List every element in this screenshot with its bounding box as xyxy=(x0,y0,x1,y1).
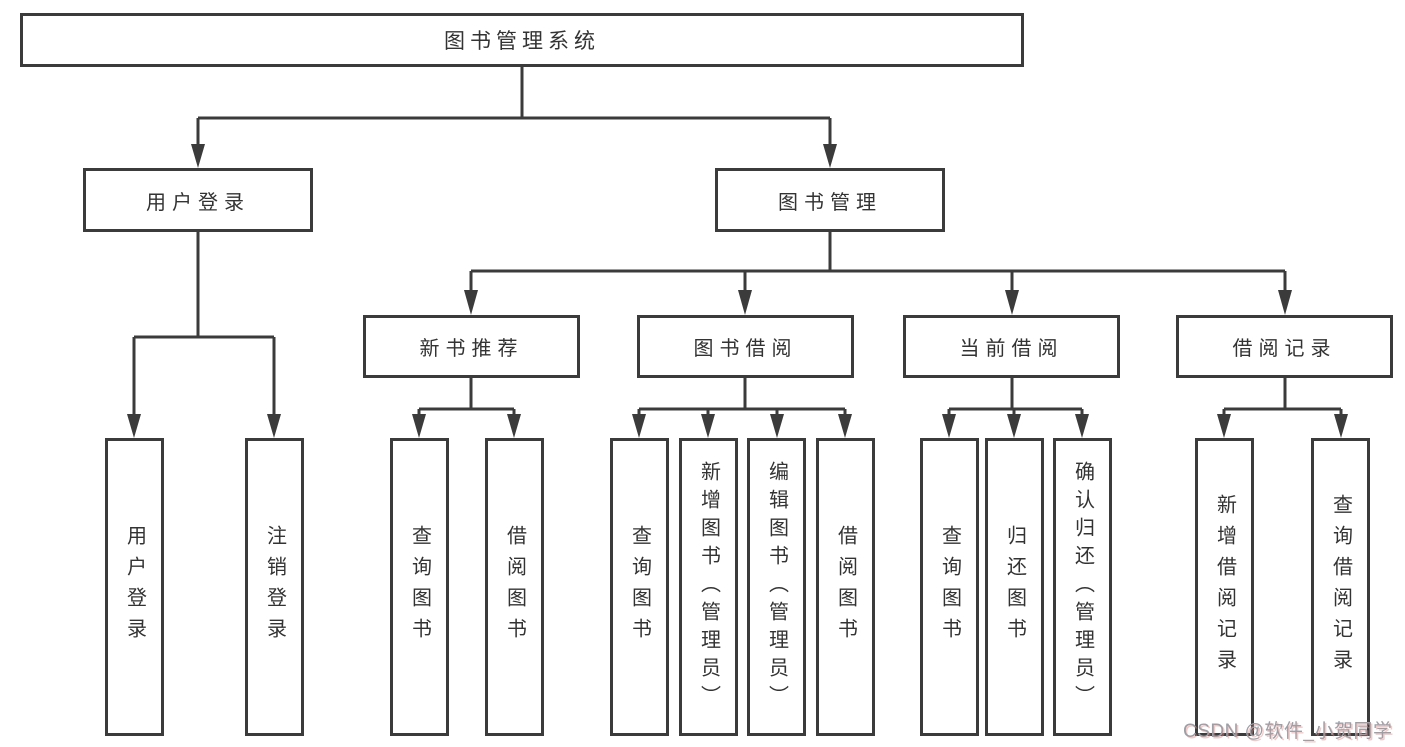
leaf-confirm-return-admin: 确认归还（管理员） xyxy=(1053,438,1112,736)
node-label: 归还图书 xyxy=(1003,525,1026,649)
node-label: 当前借阅 xyxy=(959,338,1064,360)
leaf-borrow-books-recommend: 借阅图书 xyxy=(485,438,544,736)
leaf-add-borrow-record: 新增借阅记录 xyxy=(1195,438,1254,736)
node-label: 图书借阅 xyxy=(693,338,798,360)
node-book-management: 图书管理 xyxy=(715,168,945,232)
leaf-user-login: 用户登录 xyxy=(105,438,164,736)
node-label: 用户登录 xyxy=(123,525,146,649)
node-user-login: 用户登录 xyxy=(83,168,313,232)
node-label: 图书管理系统 xyxy=(444,30,600,53)
node-label: 用户登录 xyxy=(146,191,250,214)
leaf-query-borrow-record: 查询借阅记录 xyxy=(1311,438,1370,736)
node-label: 新增借阅记录 xyxy=(1213,494,1236,680)
node-label: 借阅图书 xyxy=(503,525,526,649)
leaf-borrow-books: 借阅图书 xyxy=(816,438,875,736)
node-current-borrow: 当前借阅 xyxy=(903,315,1120,378)
node-label: 编辑图书（管理员） xyxy=(765,461,788,713)
leaf-query-books-borrow: 查询图书 xyxy=(610,438,669,736)
leaf-query-books-current: 查询图书 xyxy=(920,438,979,736)
node-label: 注销登录 xyxy=(263,525,286,649)
node-root-library-system: 图书管理系统 xyxy=(20,13,1024,67)
node-label: 新增图书（管理员） xyxy=(697,461,720,713)
node-book-borrow: 图书借阅 xyxy=(637,315,854,378)
node-label: 查询图书 xyxy=(628,525,651,649)
leaf-add-books-admin: 新增图书（管理员） xyxy=(679,438,738,736)
leaf-return-books: 归还图书 xyxy=(985,438,1044,736)
csdn-watermark: CSDN @软件_小贺同学 xyxy=(1183,721,1393,742)
leaf-query-books-recommend: 查询图书 xyxy=(390,438,449,736)
node-label: 查询图书 xyxy=(408,525,431,649)
node-label: 新书推荐 xyxy=(419,338,524,360)
node-label: 借阅图书 xyxy=(834,525,857,649)
leaf-edit-books-admin: 编辑图书（管理员） xyxy=(747,438,806,736)
node-label: 查询借阅记录 xyxy=(1329,494,1352,680)
node-label: 图书管理 xyxy=(778,191,882,214)
node-new-book-recommend: 新书推荐 xyxy=(363,315,580,378)
node-label: 确认归还（管理员） xyxy=(1071,461,1094,713)
node-label: 借阅记录 xyxy=(1232,338,1337,360)
node-label: 查询图书 xyxy=(938,525,961,649)
node-borrow-records: 借阅记录 xyxy=(1176,315,1393,378)
leaf-logout: 注销登录 xyxy=(245,438,304,736)
